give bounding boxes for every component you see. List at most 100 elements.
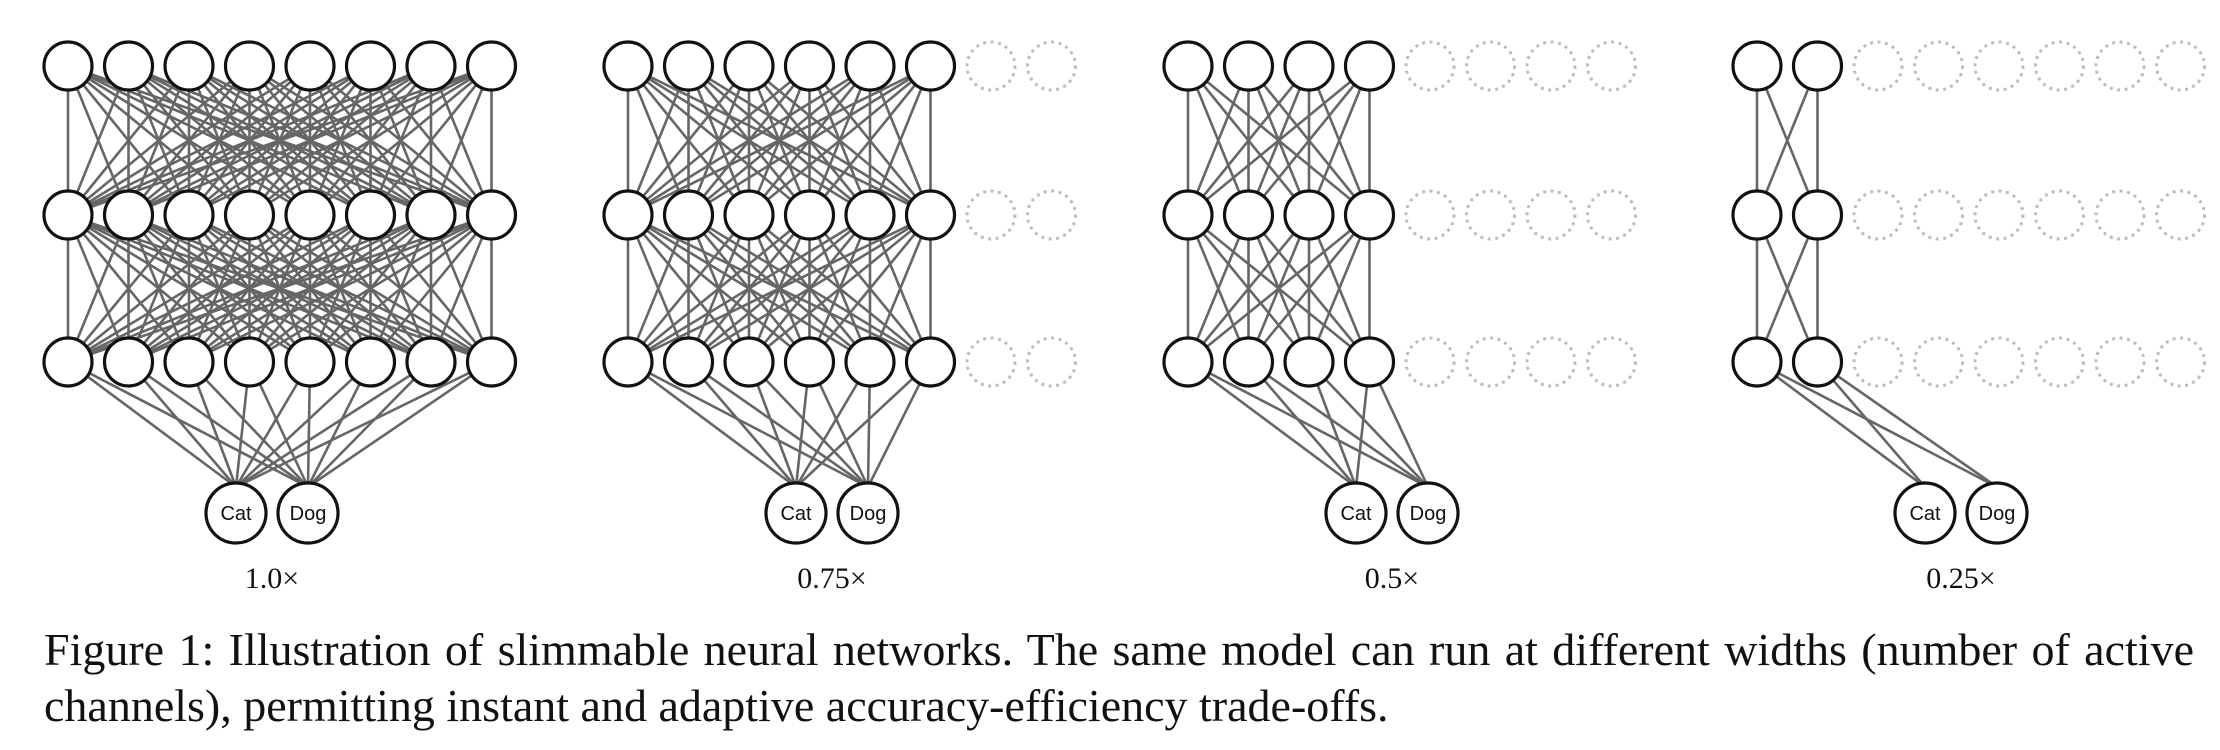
width-label: 0.5× — [1365, 562, 1419, 595]
hidden-edge — [1186, 65, 1250, 216]
hidden-edge — [1247, 65, 1371, 216]
active-channel-node — [783, 40, 836, 92]
inactive-channel-node — [2034, 40, 2085, 92]
hidden-edge — [626, 214, 690, 363]
active-channel-node — [904, 336, 957, 388]
inactive-channel-node — [1973, 189, 2025, 241]
hidden-edge — [188, 213, 493, 364]
hidden-edge — [67, 64, 492, 217]
output-edge — [1187, 360, 1429, 489]
hidden-edge — [1307, 65, 1371, 216]
inactive-channel-node — [965, 336, 1017, 388]
hidden-edge — [627, 213, 811, 364]
active-channel-node — [723, 336, 775, 388]
active-channel-node — [904, 40, 957, 92]
output-edge — [1756, 360, 1926, 489]
output-edge — [188, 361, 309, 488]
hidden-edge — [1307, 214, 1371, 363]
output-edge — [627, 360, 797, 489]
active-channel-node — [344, 336, 397, 388]
active-channel-node — [102, 189, 155, 241]
hidden-edge — [248, 213, 493, 364]
width-label: 0.25× — [1926, 562, 1995, 595]
output-node-cat — [1324, 481, 1388, 545]
output-edge — [795, 361, 932, 488]
hidden-edge — [627, 64, 871, 217]
inactive-channel-node — [1586, 336, 1637, 388]
active-channel-node — [904, 189, 957, 241]
output-edge — [1308, 361, 1429, 488]
active-channel-node — [42, 189, 94, 241]
network-nodes — [42, 40, 2206, 545]
active-channel-node — [1283, 336, 1335, 388]
output-edge — [687, 361, 797, 488]
output-edge — [687, 360, 869, 489]
output-edge — [307, 360, 493, 489]
output-edge — [1187, 360, 1357, 489]
active-channel-node — [42, 336, 94, 388]
active-channel-node — [602, 189, 654, 241]
inactive-channel-node — [1404, 336, 1456, 388]
inactive-channel-node — [1026, 336, 1077, 388]
inactive-channel-node — [965, 189, 1017, 241]
active-channel-node — [405, 40, 457, 92]
active-channel-node — [102, 40, 155, 92]
hidden-edge — [369, 65, 493, 216]
inactive-channel-node — [1404, 40, 1456, 92]
active-channel-node — [284, 336, 336, 388]
hidden-edge — [309, 64, 493, 217]
output-label-cat: Cat — [1340, 503, 1372, 525]
active-channel-node — [223, 336, 276, 388]
active-channel-node — [1162, 40, 1214, 92]
hidden-edge — [1755, 65, 1819, 216]
inactive-channel-node — [1525, 336, 1577, 388]
active-channel-node — [602, 40, 654, 92]
inactive-channel-node — [2094, 189, 2146, 241]
inactive-channel-node — [1404, 189, 1456, 241]
active-channel-node — [1162, 189, 1214, 241]
hidden-edge — [67, 213, 372, 364]
active-channel-node — [223, 40, 276, 92]
active-channel-node — [844, 40, 896, 92]
output-label-dog: Dog — [1979, 503, 2016, 525]
output-label-cat: Cat — [780, 503, 812, 525]
active-channel-node — [1162, 336, 1214, 388]
hidden-edge — [1186, 214, 1250, 363]
output-edge — [1816, 361, 1926, 488]
hidden-edge — [66, 214, 130, 363]
active-channel-node — [662, 40, 715, 92]
active-channel-node — [405, 336, 457, 388]
output-label-dog: Dog — [1410, 503, 1447, 525]
active-channel-node — [1222, 336, 1275, 388]
inactive-channel-node — [2034, 336, 2085, 388]
active-channel-node — [662, 189, 715, 241]
active-channel-node — [783, 189, 836, 241]
output-edge — [235, 360, 493, 489]
active-channel-node — [783, 336, 836, 388]
active-channel-node — [284, 189, 336, 241]
active-channel-node — [723, 189, 775, 241]
inactive-channel-node — [1465, 189, 1516, 241]
output-label-cat: Cat — [220, 503, 252, 525]
hidden-edge — [627, 213, 932, 364]
inactive-channel-node — [1586, 189, 1637, 241]
output-edge — [627, 360, 869, 489]
hidden-edge — [627, 213, 871, 364]
width-label: 0.75× — [797, 562, 866, 595]
hidden-edge — [1187, 64, 1371, 217]
inactive-channel-node — [1852, 336, 1904, 388]
hidden-edge — [627, 64, 811, 217]
hidden-edge — [868, 65, 932, 216]
output-edge — [748, 361, 869, 488]
output-node-dog — [836, 481, 900, 545]
hidden-edge — [626, 65, 751, 216]
hidden-edge — [808, 214, 932, 363]
hidden-edge — [66, 65, 130, 216]
hidden-edge — [66, 65, 191, 216]
active-channel-node — [723, 40, 775, 92]
inactive-channel-node — [1465, 336, 1516, 388]
inactive-channel-node — [2094, 336, 2146, 388]
hidden-edge — [67, 64, 372, 217]
active-channel-node — [1791, 189, 1844, 241]
